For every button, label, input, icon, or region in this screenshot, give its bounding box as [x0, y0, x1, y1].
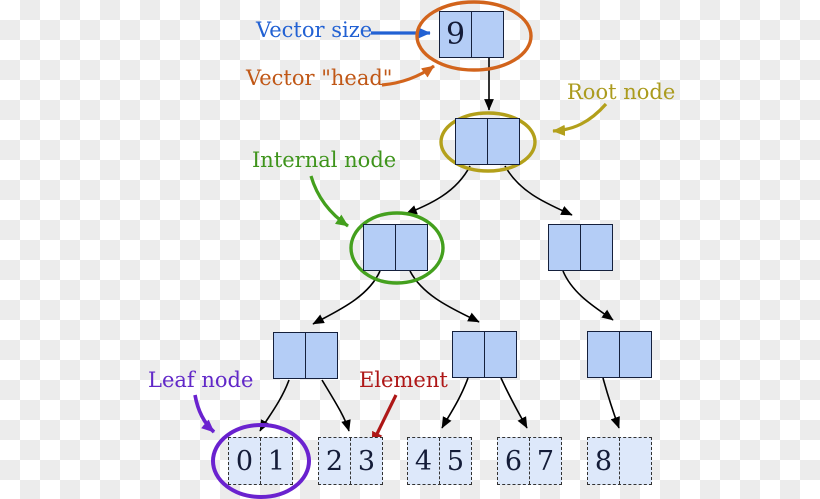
leaf-node-arrow [193, 394, 216, 434]
element-cell: 0 [235, 445, 254, 477]
internal-node-l3-right [587, 331, 652, 378]
pointer-cell [364, 225, 395, 270]
leaf-node-label: Leaf node [148, 368, 254, 392]
leaf-node-4: 8 [587, 437, 652, 485]
element-cell: 4 [414, 445, 433, 477]
element-cell: 6 [504, 445, 523, 477]
internal-node-left [363, 224, 428, 271]
internal-node-arrow [309, 175, 349, 228]
root-node [455, 118, 520, 165]
pointer-cell [588, 332, 619, 377]
root-node-arrow [552, 102, 608, 137]
pointer-cell [395, 225, 427, 270]
vector-head-node: 9 [439, 11, 504, 58]
arrow-l2a-to-l3b [409, 270, 480, 323]
element-cell [619, 438, 651, 484]
leaf-node-0: 0 1 [228, 437, 293, 485]
leaf-node-2: 4 5 [407, 437, 472, 485]
element-cell: 1 [260, 438, 292, 484]
element-cell: 5 [439, 438, 471, 484]
pointer-cell [305, 333, 337, 378]
vector-size-label: Vector size [256, 18, 373, 42]
element-cell: 7 [529, 438, 561, 484]
arrow-l3c-to-leaf8 [602, 377, 620, 429]
root-node-label: Root node [567, 80, 676, 104]
pointer-cell [549, 225, 580, 270]
arrow-root-to-l2b [504, 165, 573, 216]
arrow-l2b-to-l3c [562, 270, 614, 321]
element-cell: 2 [325, 445, 344, 477]
pointer-cell [619, 332, 651, 377]
vector-head-label: Vector "head" [246, 66, 393, 90]
arrow-l3a-to-leaf01 [259, 379, 290, 432]
pointer-cell [487, 119, 519, 164]
pointer-cell [484, 332, 516, 377]
element-cell: 8 [594, 445, 613, 477]
internal-node-right [548, 224, 613, 271]
leaf-node-1: 2 3 [318, 437, 383, 485]
internal-node-label: Internal node [252, 148, 397, 172]
arrow-l3a-to-leaf23 [321, 379, 351, 432]
pointer-cell [274, 333, 305, 378]
pointer-cell [456, 119, 487, 164]
internal-node-l3-mid [452, 331, 517, 378]
arrow-l2a-to-l3a [312, 270, 381, 325]
vector-size-value: 9 [445, 16, 466, 52]
element-label: Element [359, 368, 448, 392]
internal-node-l3-left [273, 332, 338, 379]
arrow-l3b-to-leaf67 [500, 377, 528, 429]
element-cell: 3 [350, 438, 382, 484]
head-pointer-cell [471, 12, 503, 57]
vector-size-cell: 9 [440, 12, 471, 57]
pointer-cell [453, 332, 484, 377]
arrow-root-to-l2a [405, 165, 471, 215]
leaf-node-3: 6 7 [497, 437, 562, 485]
pointer-cell [580, 225, 612, 270]
